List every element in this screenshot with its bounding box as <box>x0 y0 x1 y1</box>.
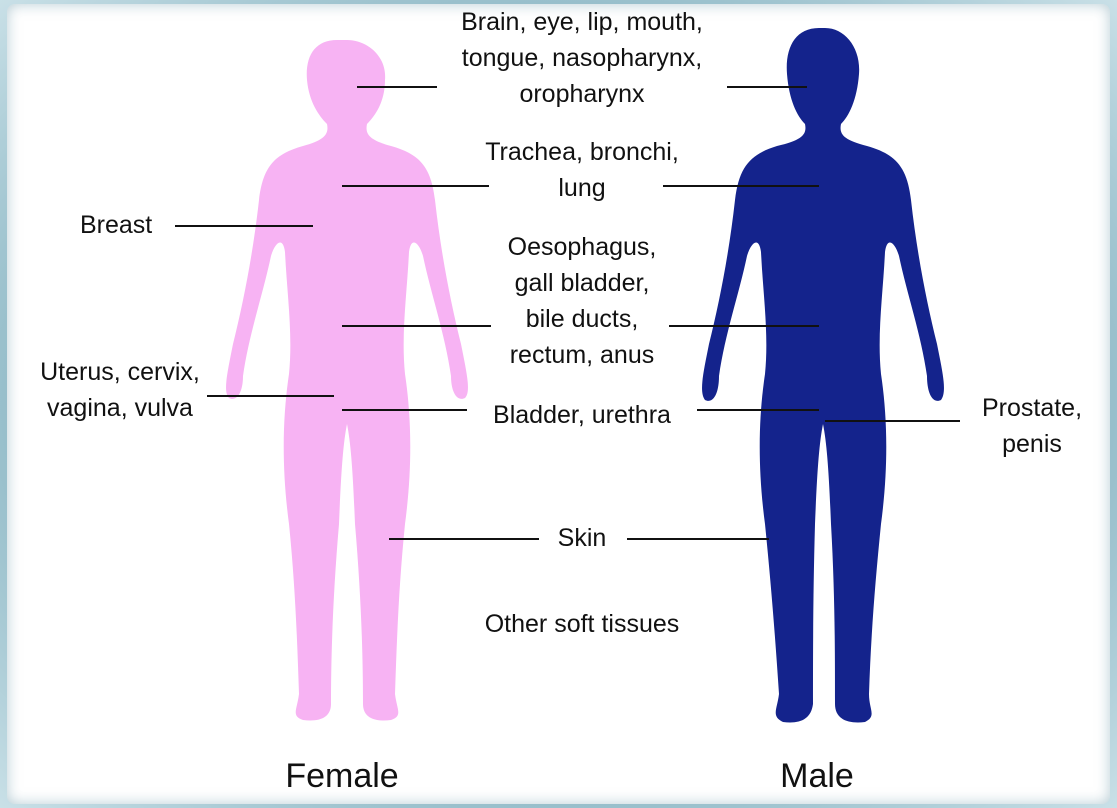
label-uterus: Uterus, cervix, vagina, vulva <box>15 354 225 426</box>
label-other-line1: Other soft tissues <box>447 606 717 642</box>
label-head-line3: oropharynx <box>437 76 727 112</box>
label-uterus-line1: Uterus, cervix, <box>15 354 225 390</box>
male-silhouette <box>702 28 944 722</box>
diagram-canvas: Brain, eye, lip, mouth, tongue, nasophar… <box>7 4 1110 804</box>
label-other: Other soft tissues <box>447 606 717 642</box>
label-uterus-line2: vagina, vulva <box>15 390 225 426</box>
label-abdomen-line4: rectum, anus <box>467 337 697 373</box>
label-chest: Trachea, bronchi, lung <box>452 134 712 206</box>
label-chest-line2: lung <box>452 170 712 206</box>
label-abdomen-line3: bile ducts, <box>467 301 697 337</box>
label-abdomen-line2: gall bladder, <box>467 265 697 301</box>
label-male: Male <box>742 756 892 796</box>
label-skin-line1: Skin <box>532 520 632 556</box>
label-bladder: Bladder, urethra <box>462 397 702 433</box>
label-prostate-line1: Prostate, <box>962 390 1102 426</box>
label-head-line2: tongue, nasopharynx, <box>437 40 727 76</box>
label-prostate: Prostate, penis <box>962 390 1102 462</box>
label-abdomen: Oesophagus, gall bladder, bile ducts, re… <box>467 229 697 373</box>
label-female: Female <box>257 756 427 796</box>
label-chest-line1: Trachea, bronchi, <box>452 134 712 170</box>
label-abdomen-line1: Oesophagus, <box>467 229 697 265</box>
label-head-line1: Brain, eye, lip, mouth, <box>437 4 727 40</box>
male-body <box>702 28 944 722</box>
label-head: Brain, eye, lip, mouth, tongue, nasophar… <box>437 4 727 112</box>
label-bladder-line1: Bladder, urethra <box>462 397 702 433</box>
label-prostate-line2: penis <box>962 426 1102 462</box>
label-skin: Skin <box>532 520 632 556</box>
female-body <box>226 40 468 720</box>
label-breast-line1: Breast <box>80 207 152 243</box>
female-silhouette <box>226 40 468 720</box>
label-breast: Breast <box>80 207 152 243</box>
